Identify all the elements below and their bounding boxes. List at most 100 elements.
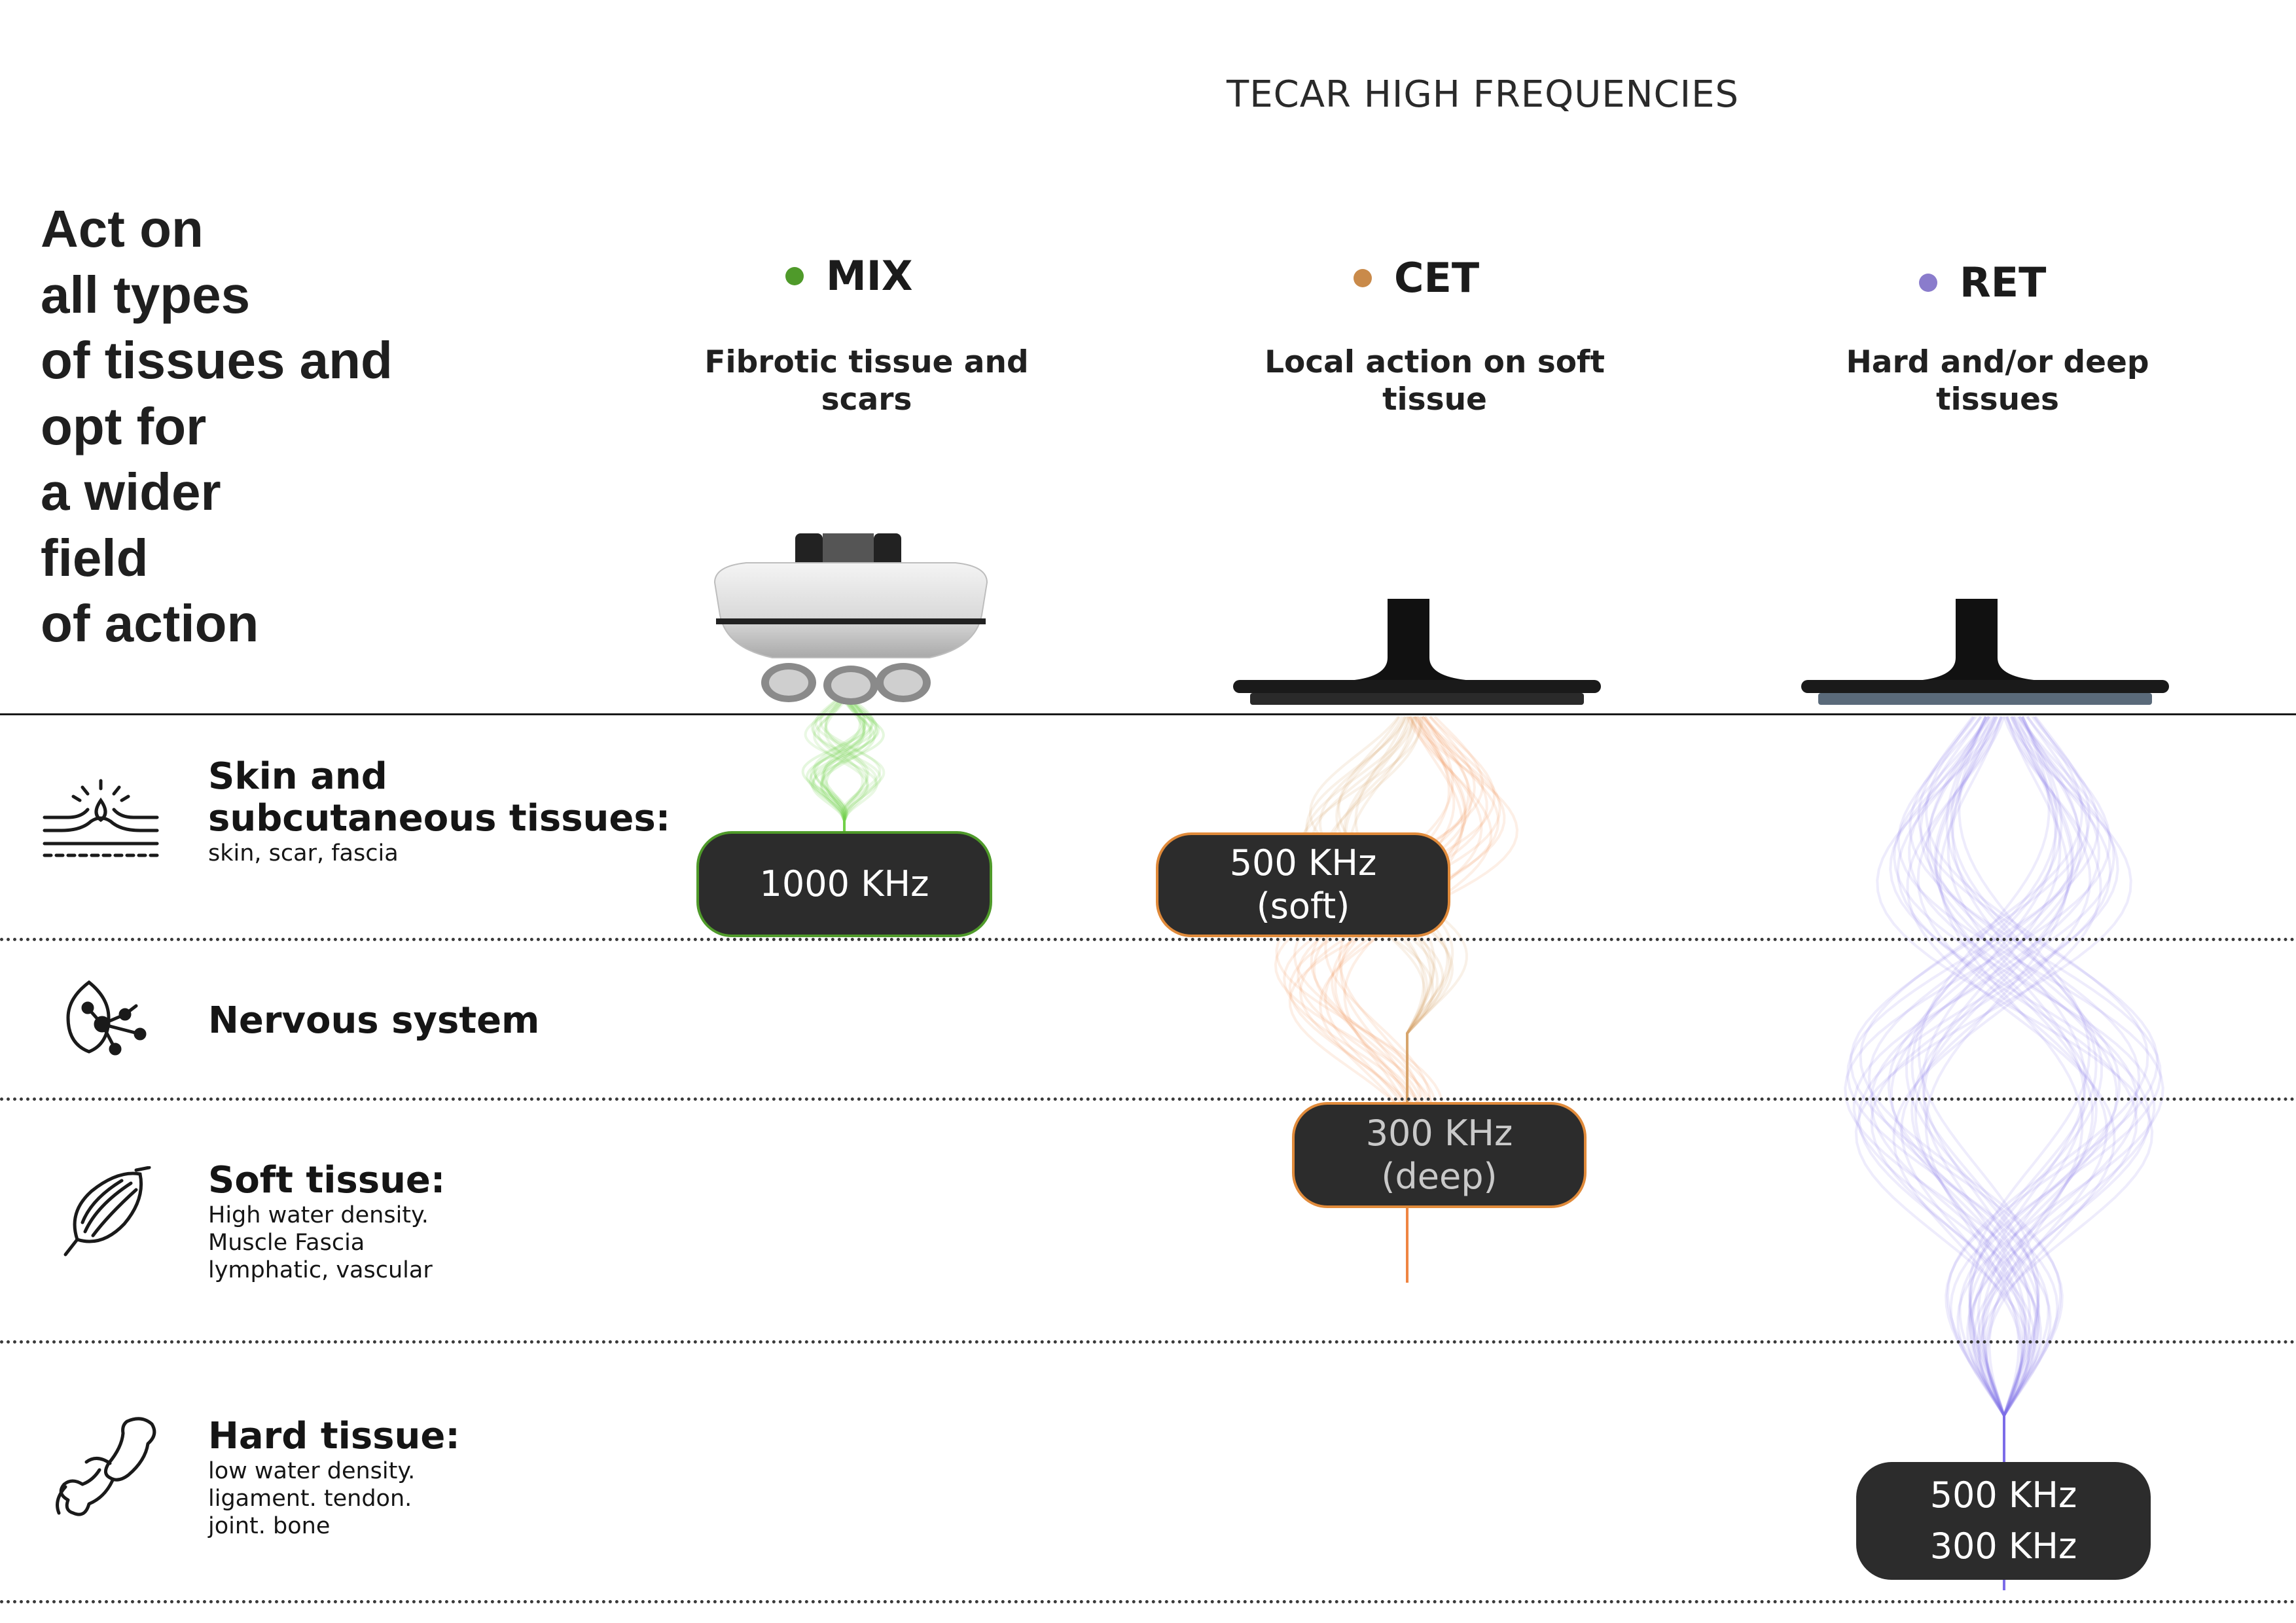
wave-strand [804,699,878,851]
mode-ret-title: RET [1919,259,2046,306]
wave-strand [1844,715,2111,1590]
row-hard-subtitle: low water density. [208,1458,416,1484]
headline-line: of action [41,594,259,652]
wave-strand [1900,716,2092,1590]
headline-line: a wider [41,463,221,521]
wave-strand [813,700,869,851]
badge-mix-frequency: 1000 KHz [696,831,992,937]
headline: Act on all types of tissues and opt for … [41,196,393,657]
wave-strand [1889,715,2151,1590]
wave-strand [1896,716,2138,1590]
wave-strand [1876,716,2154,1590]
wave-strand [821,699,866,851]
mode-mix-description: Fibrotic tissue and scars [657,344,1076,418]
badge-line: 1000 KHz [759,863,929,904]
wave-strand [1890,716,2083,1590]
wave-strand [1893,715,2156,1590]
wave-strand [806,699,878,851]
wave-strand [1905,716,2063,1590]
wave-strand [819,699,882,851]
row-nervous-title: Nervous system [208,999,540,1042]
wave-strand [819,700,876,851]
wave-strand [1933,716,2098,1590]
wave-strand [820,700,872,851]
badge-cet-deep-frequency: 300 KHz (deep) [1292,1102,1587,1208]
row-soft-subtitle: lymphatic, vascular [208,1257,433,1283]
wave-strand [801,699,874,851]
cet-dot-icon [1354,268,1372,287]
headline-line: opt for [41,397,207,455]
mode-mix-title: MIX [785,252,913,300]
wave-strand [1857,715,2119,1590]
wave-strand [812,699,878,851]
wave-strand [820,699,866,851]
wave-strand [1910,716,2075,1590]
wave-strand [1917,716,2051,1590]
row-hard-title: Hard tissue: [208,1415,460,1457]
wave-strand [1897,715,2164,1590]
mode-ret-label: RET [1960,259,2047,306]
mode-cet-desc-line: Local action on soft [1265,344,1605,380]
badge-line: 500 KHz [1229,842,1377,883]
wave-strand [1950,716,2098,1590]
mode-mix-desc-line: Fibrotic tissue and [704,344,1029,380]
mode-cet-description: Local action on soft tissue [1225,344,1644,418]
wave-strand [1917,715,2159,1590]
wave-strand [1892,716,2102,1590]
joint-bone-icon [50,1415,161,1523]
wave-strand [1922,716,2057,1590]
wave-strand [814,699,886,851]
wave-strand [1846,715,2100,1590]
mode-cet-desc-line: tissue [1382,382,1487,418]
wave-strand [1922,716,2062,1590]
wave-strand [809,699,873,851]
badge-line: 500 KHz [1929,1474,2077,1516]
badge-line: (deep) [1381,1156,1498,1197]
ret-wave [1844,715,2164,1590]
row-hard-subtitle: ligament. tendon. [208,1486,412,1512]
mode-mix-label: MIX [826,252,913,300]
cet-electrode-icon [1233,599,1601,705]
wave-strand [1908,715,2139,1590]
mode-cet-title: CET [1354,254,1479,302]
wave-strand [1946,716,2086,1590]
ret-dot-icon [1919,273,1937,292]
row-skin-title: subcutaneous tissues: [208,797,671,840]
mix-device-icon [713,533,988,705]
mix-dot-icon [785,266,804,285]
wave-strand [1919,715,2141,1590]
mode-ret-desc-line: tissues [1936,382,2059,418]
row-skin-subtitle: skin, scar, fascia [208,840,399,866]
badge-line: 300 KHz [1365,1113,1513,1154]
row-skin: Skin and subcutaneous tissues: skin, sca… [208,756,670,867]
badge-line: 300 KHz [1929,1525,2077,1567]
wave-strand [1852,715,2115,1590]
depth-divider [0,1340,2296,1344]
row-soft-subtitle: Muscle Fascia [208,1230,365,1256]
mode-cet-label: CET [1394,254,1480,302]
headline-line: Act on [41,200,204,258]
wave-strand [1869,715,2100,1590]
wave-strand [808,699,880,851]
row-soft-title: Soft tissue: [208,1159,446,1202]
page-title: TECAR HIGH FREQUENCIES [1227,73,1740,116]
wave-strand [1924,716,2070,1590]
wave-strand [1859,715,2084,1590]
wave-strand [1916,716,2108,1590]
badge-ret-frequency: 500 KHz 300 KHz [1856,1462,2151,1580]
row-nervous: Nervous system [208,1000,539,1042]
depth-divider [0,938,2296,941]
wave-strand [1924,715,2149,1590]
wave-strand [1914,716,2073,1590]
skin-layers-icon [42,776,160,857]
wave-strand [1926,716,2119,1590]
mode-mix-desc-line: scars [821,382,912,418]
depth-divider [0,1097,2296,1101]
badge-cet-soft-frequency: 500 KHz (soft) [1156,832,1450,937]
wave-strand [1951,716,2087,1590]
wave-strand [1910,716,2058,1590]
wave-strand [817,699,869,851]
headline-line: field [41,528,149,587]
depth-divider [0,1600,2296,1603]
wave-strand [1909,715,2162,1590]
